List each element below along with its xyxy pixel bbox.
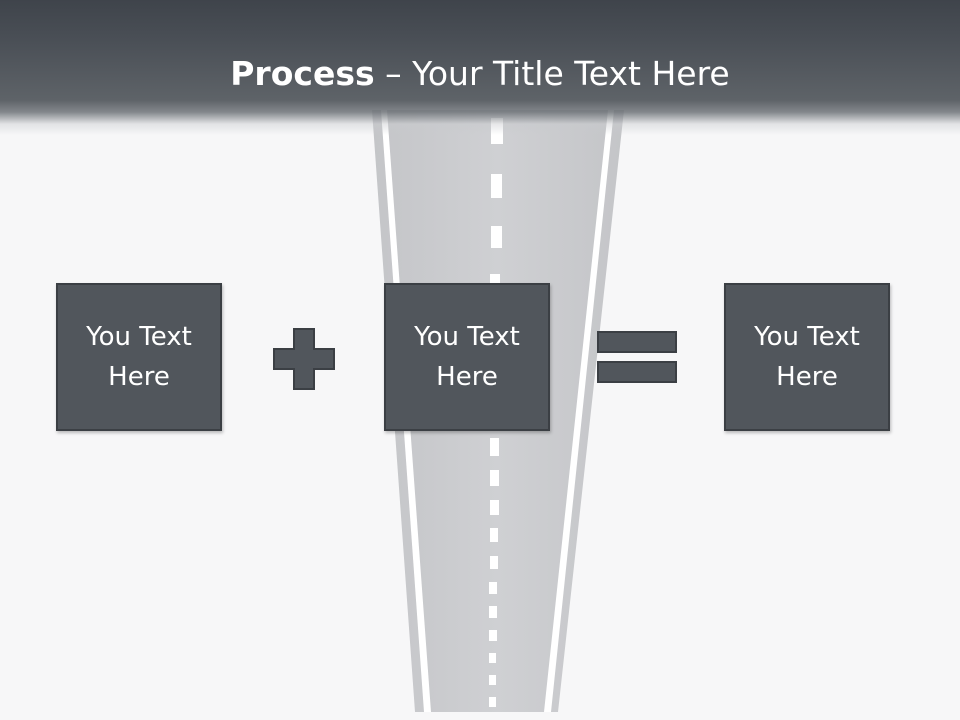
- process-box-3[interactable]: You Text Here: [724, 283, 890, 431]
- road-edge-right: [544, 110, 614, 712]
- title-rest: – Your Title Text Here: [374, 54, 730, 93]
- title-bold: Process: [230, 54, 375, 93]
- title-bar: Process – Your Title Text Here: [0, 0, 960, 135]
- equals-icon: [597, 331, 677, 383]
- process-box-3-text: You Text Here: [754, 322, 860, 392]
- process-box-2[interactable]: You Text Here: [384, 283, 550, 431]
- process-box-2-text: You Text Here: [414, 322, 520, 392]
- slide-title: Process – Your Title Text Here: [0, 52, 960, 96]
- plus-icon: [273, 328, 335, 390]
- process-box-1-text: You Text Here: [86, 322, 192, 392]
- process-box-1[interactable]: You Text Here: [56, 283, 222, 431]
